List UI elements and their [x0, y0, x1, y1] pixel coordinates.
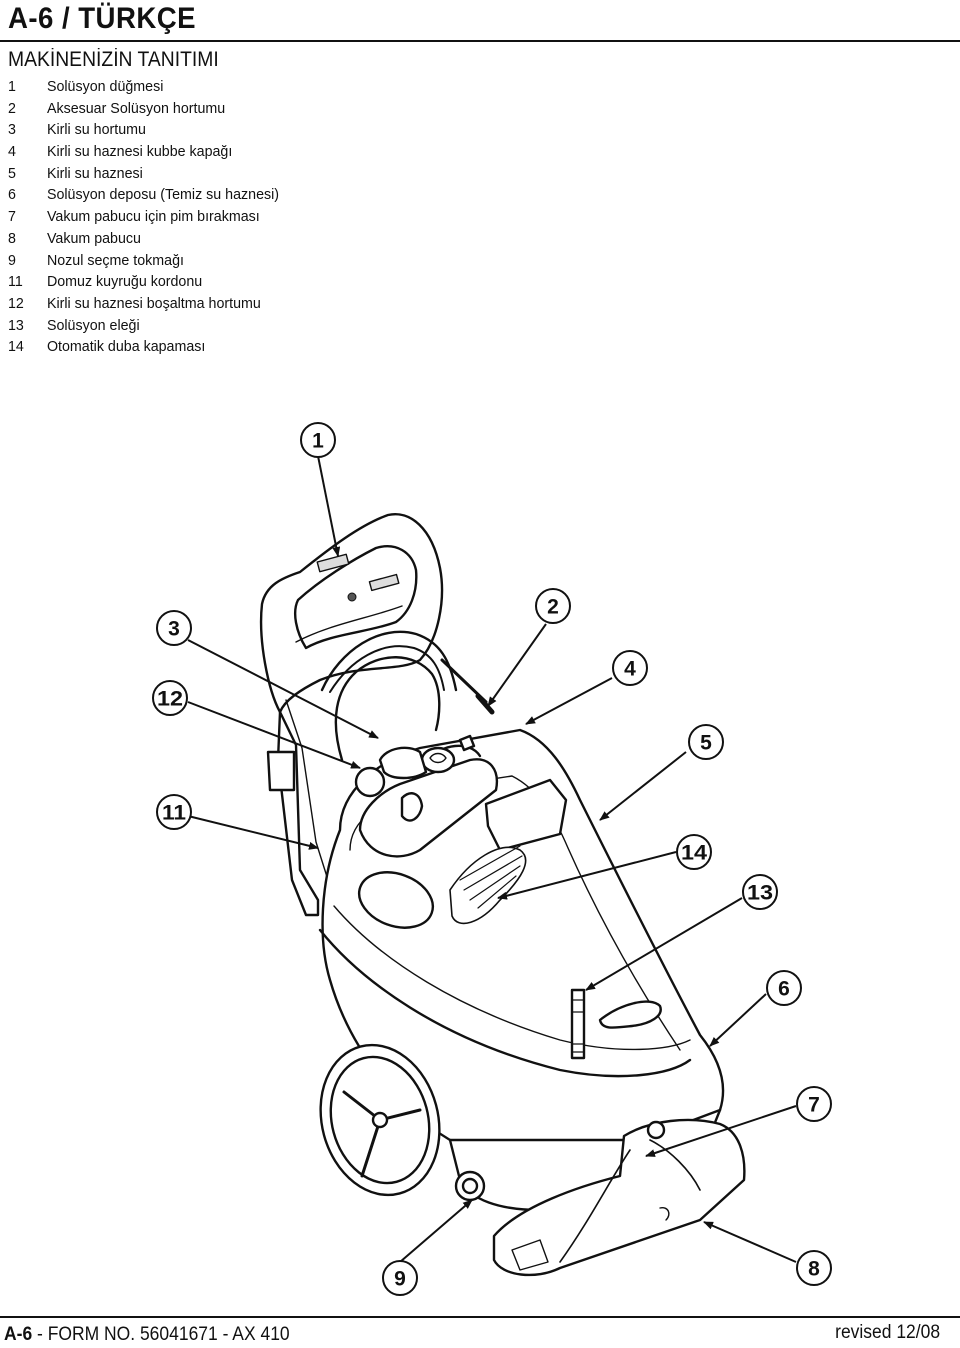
callout-circle-14: [676, 834, 712, 870]
footer-revised: revised 12/08: [835, 1322, 940, 1343]
callout-6: 6: [778, 978, 790, 1001]
solution-strainer: [449, 778, 586, 1060]
callout-circle-5: [688, 724, 724, 760]
part-label: Kirli su haznesi: [46, 164, 143, 182]
footer-divider: [0, 1316, 960, 1318]
parts-list-item: 11 Domuz kuyruğu kordonu: [8, 271, 279, 293]
footer-page-code: A-6: [4, 1324, 33, 1345]
parts-list-item: 1 Solüsyon düğmesi: [8, 76, 279, 98]
machine-diagram: 1 2 3 4 5 12 11 14 13 6 7 8 9: [152, 422, 832, 1296]
parts-list-item: 4 Kirli su haznesi kubbe kapağı: [8, 141, 279, 163]
part-number: 6: [8, 186, 16, 204]
callout-5: 5: [700, 732, 712, 755]
part-number: 13: [8, 316, 24, 334]
parts-list-item: 14 Otomatik duba kapaması: [8, 336, 279, 358]
part-label: Solüsyon deposu (Temiz su haznesi): [46, 186, 280, 204]
callout-14: 14: [681, 842, 707, 865]
part-number: 7: [8, 208, 16, 226]
callout-circle-3: [156, 610, 192, 646]
callout-circle-4: [612, 650, 648, 686]
footer-form-number: A-6 - FORM NO. 56041671 - AX 410: [4, 1324, 290, 1346]
part-number: 3: [8, 121, 16, 139]
callout-circle-12: [152, 680, 188, 716]
vacuum-shoe: [492, 1118, 746, 1277]
part-number: 1: [8, 78, 16, 95]
parts-list-item: 9 Nozul seçme tokmağı: [8, 250, 279, 272]
part-label: Vakum pabucu: [46, 229, 141, 247]
callout-4: 4: [624, 658, 636, 681]
parts-list-item: 13 Solüsyon eleği: [8, 315, 279, 337]
part-label: Solüsyon düğmesi: [46, 78, 164, 95]
parts-list: 1 Solüsyon düğmesi 2 Aksesuar Solüsyon hor…: [8, 76, 293, 358]
part-label: Kirli su haznesi kubbe kapağı: [46, 143, 233, 161]
part-label: Kirli su haznesi boşaltma hortumu: [46, 294, 261, 312]
part-label: Kirli su hortumu: [46, 121, 146, 139]
callout-13: 13: [747, 882, 773, 905]
part-label: Solüsyon eleği: [46, 316, 140, 334]
callout-circle-7: [796, 1086, 832, 1122]
callout-circle-8: [796, 1250, 832, 1286]
frame-post: [266, 699, 329, 917]
callout-circle-2: [535, 588, 571, 624]
callout-circle-11: [156, 794, 192, 830]
part-label: Vakum pabucu için pim bırakması: [46, 208, 260, 226]
part-number: 2: [8, 99, 16, 117]
callout-3: 3: [168, 618, 180, 641]
callout-8: 8: [808, 1258, 820, 1281]
part-label: Nozul seçme tokmağı: [46, 251, 184, 269]
callout-7: 7: [808, 1094, 820, 1117]
callout-1: 1: [312, 430, 324, 453]
dome-cover: [354, 734, 499, 858]
part-number: 9: [8, 251, 16, 269]
parts-list-item: 2 Aksesuar Solüsyon hortumu: [8, 98, 279, 120]
parts-list-item: 6 Solüsyon deposu (Temiz su haznesi): [8, 184, 279, 206]
callout-circle-6: [766, 970, 802, 1006]
part-number: 5: [8, 164, 16, 182]
parts-list-item: 5 Kirli su haznesi: [8, 163, 279, 185]
callout-circle-13: [742, 874, 778, 910]
callout-11: 11: [162, 802, 186, 825]
callout-circle-9: [382, 1260, 418, 1296]
parts-list-item: 3 Kirli su hortumu: [8, 119, 279, 141]
page-title: A-6 / TÜRKÇE: [8, 2, 196, 35]
part-label: Aksesuar Solüsyon hortumu: [46, 99, 226, 117]
section-title: MAKİNENİZİN TANITIMI: [8, 48, 219, 71]
hose: [320, 630, 495, 762]
callout-2: 2: [547, 596, 559, 619]
part-number: 12: [8, 294, 24, 312]
callout-12: 12: [157, 688, 183, 711]
callout-9: 9: [394, 1268, 406, 1291]
footer-form-text: - FORM NO. 56041671 - AX 410: [32, 1324, 290, 1345]
parts-list-item: 12 Kirli su haznesi boşaltma hortumu: [8, 293, 279, 315]
title-divider: [0, 40, 960, 42]
part-number: 14: [8, 338, 24, 356]
part-number: 8: [8, 229, 16, 247]
wheel: [319, 1043, 441, 1197]
part-label: Domuz kuyruğu kordonu: [46, 273, 203, 291]
parts-list-item: 8 Vakum pabucu: [8, 228, 279, 250]
callout-circle-1: [300, 422, 336, 458]
part-number: 4: [8, 143, 16, 161]
parts-list-item: 7 Vakum pabucu için pim bırakması: [8, 206, 279, 228]
part-number: 11: [8, 273, 23, 291]
handle: [259, 512, 444, 714]
part-label: Otomatik duba kapaması: [46, 338, 206, 356]
